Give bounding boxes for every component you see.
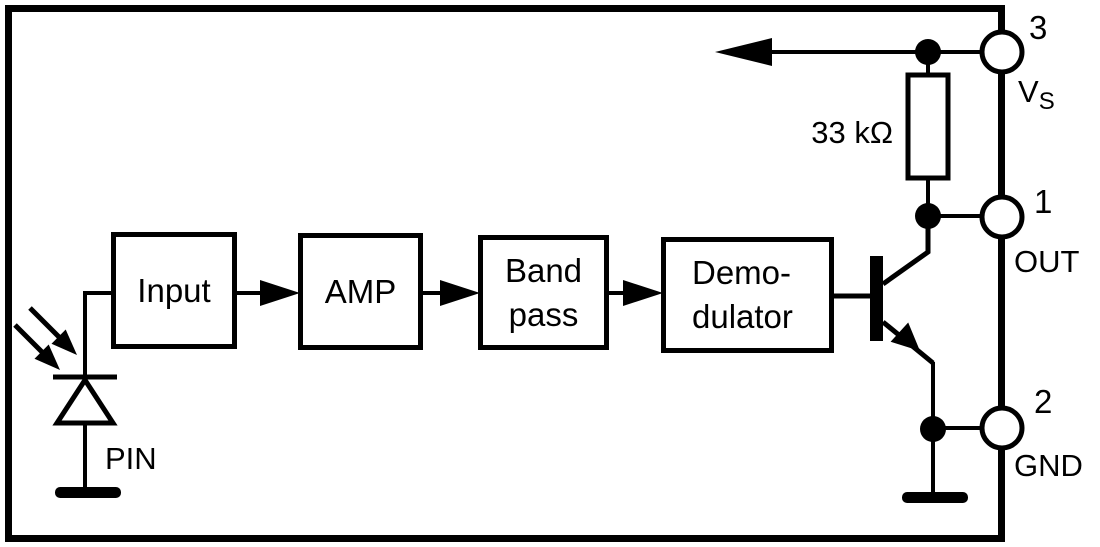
block-bandpass-label-line2: pass (508, 295, 579, 333)
transistor-collector (881, 228, 931, 287)
pin-3-number: 3 (1029, 9, 1048, 46)
block-input-label: Input (137, 271, 211, 309)
pin-3-name: VS (1018, 74, 1055, 116)
block-bandpass: Band pass (478, 235, 609, 350)
resistor-symbol (905, 72, 951, 181)
signal-arrow-bandpass-demodulator (607, 280, 663, 306)
ground-symbol-left (55, 487, 121, 498)
pin-circle-3-vs (979, 29, 1025, 75)
transistor-emitter (881, 320, 935, 365)
block-demodulator-label-line2: dulator (692, 298, 793, 335)
block-amp: AMP (298, 233, 423, 350)
pin-circle-1-out (979, 194, 1025, 240)
block-bandpass-label-line1: Band (504, 251, 583, 289)
block-amp-label: AMP (324, 272, 397, 310)
block-demodulator: Demo- dulator (661, 237, 834, 353)
resistor-value-label: 33 kΩ (811, 115, 893, 150)
photodiode-wire (83, 291, 113, 377)
photodiode-label: PIN (105, 441, 157, 476)
module-outline (5, 5, 1005, 542)
supply-line-arrow (715, 38, 982, 66)
pin-2-name: GND (1014, 448, 1083, 483)
pin-circle-2-gnd (979, 405, 1025, 451)
signal-arrow-amp-bandpass (420, 280, 480, 306)
block-demodulator-label-line1: Demo- (692, 254, 792, 291)
light-arrow (28, 306, 77, 355)
block-input: Input (111, 232, 237, 349)
pin-2-number: 2 (1034, 383, 1053, 420)
pin-1-number: 1 (1034, 183, 1053, 220)
ground-symbol-right (902, 492, 968, 503)
signal-arrow-input-amp (235, 280, 300, 306)
light-arrow (13, 323, 60, 370)
photodiode-symbol (52, 375, 118, 426)
pin-1-name: OUT (1014, 244, 1080, 279)
transistor-base-bar (870, 256, 883, 341)
